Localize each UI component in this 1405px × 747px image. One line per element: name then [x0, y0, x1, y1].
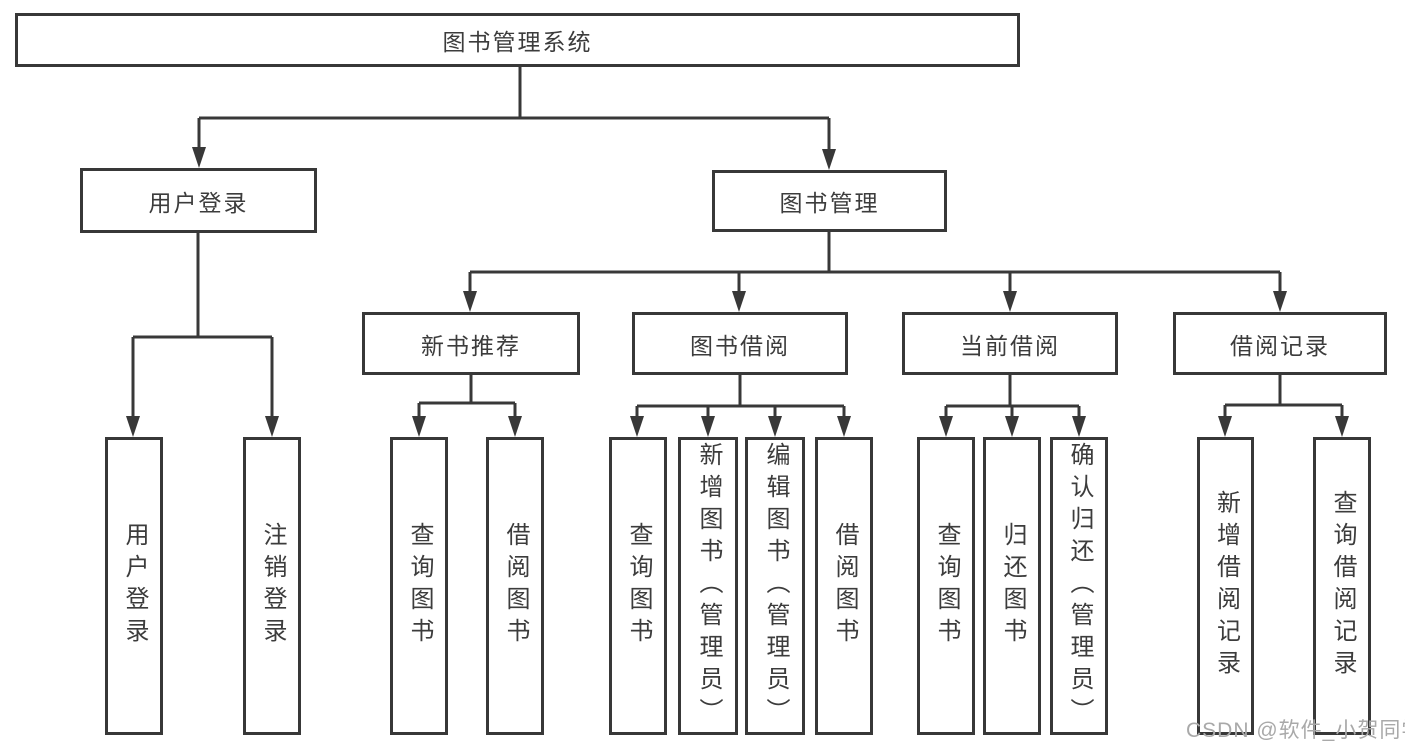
node-label: 图书管理 [779, 190, 880, 216]
node-label: 借阅图书 [831, 522, 858, 650]
node-book-borrowing: 图书借阅 [632, 312, 848, 375]
leaf-logout: 注销登录 [243, 437, 301, 735]
node-label: 用户登录 [121, 522, 148, 650]
node-label: 新书推荐 [421, 332, 521, 359]
leaf-query-borrow-record: 查询借阅记录 [1313, 437, 1371, 735]
node-label: 查询图书 [933, 522, 960, 650]
node-borrowing-records: 借阅记录 [1173, 312, 1387, 375]
leaf-borrow-books-recommend: 借阅图书 [486, 437, 544, 735]
node-label: 编辑图书（管理员） [762, 442, 789, 730]
node-current-borrowing: 当前借阅 [902, 312, 1118, 375]
node-new-book-recommend: 新书推荐 [362, 312, 580, 375]
node-book-management-branch: 图书管理 [712, 170, 947, 232]
node-label: 新增借阅记录 [1212, 490, 1240, 682]
leaf-query-books-current: 查询图书 [917, 437, 975, 735]
leaf-edit-books-admin: 编辑图书（管理员） [745, 437, 805, 735]
node-label: 确认归还（管理员） [1066, 442, 1093, 730]
node-label: 借阅图书 [502, 522, 529, 650]
node-label: 查询图书 [406, 522, 433, 650]
node-label: 查询借阅记录 [1329, 490, 1356, 682]
leaf-add-borrow-record: 新增借阅记录 [1197, 437, 1254, 735]
leaf-confirm-return-admin: 确认归还（管理员） [1050, 437, 1108, 735]
csdn-watermark: CSDN @软件_小贺同学 [1186, 719, 1405, 742]
leaf-borrow-books: 借阅图书 [815, 437, 873, 735]
node-user-login-branch: 用户登录 [80, 168, 317, 233]
node-label: 注销登录 [259, 522, 286, 650]
node-label: 归还图书 [999, 522, 1026, 650]
node-label: 用户登录 [148, 189, 249, 216]
leaf-user-login: 用户登录 [105, 437, 163, 735]
node-label: 图书借阅 [690, 332, 790, 359]
node-label: 当前借阅 [960, 332, 1060, 359]
node-library-management-system: 图书管理系统 [15, 13, 1020, 67]
leaf-query-books-recommend: 查询图书 [390, 437, 448, 735]
arrowheads [126, 147, 1349, 437]
node-label: 新增图书（管理员） [695, 442, 722, 730]
node-label: 借阅记录 [1230, 332, 1330, 359]
node-label: 图书管理系统 [442, 29, 593, 55]
leaf-add-books-admin: 新增图书（管理员） [678, 437, 738, 735]
node-label: 查询图书 [625, 522, 652, 650]
leaf-query-books-borrowing: 查询图书 [609, 437, 667, 735]
leaf-return-books: 归还图书 [983, 437, 1041, 735]
